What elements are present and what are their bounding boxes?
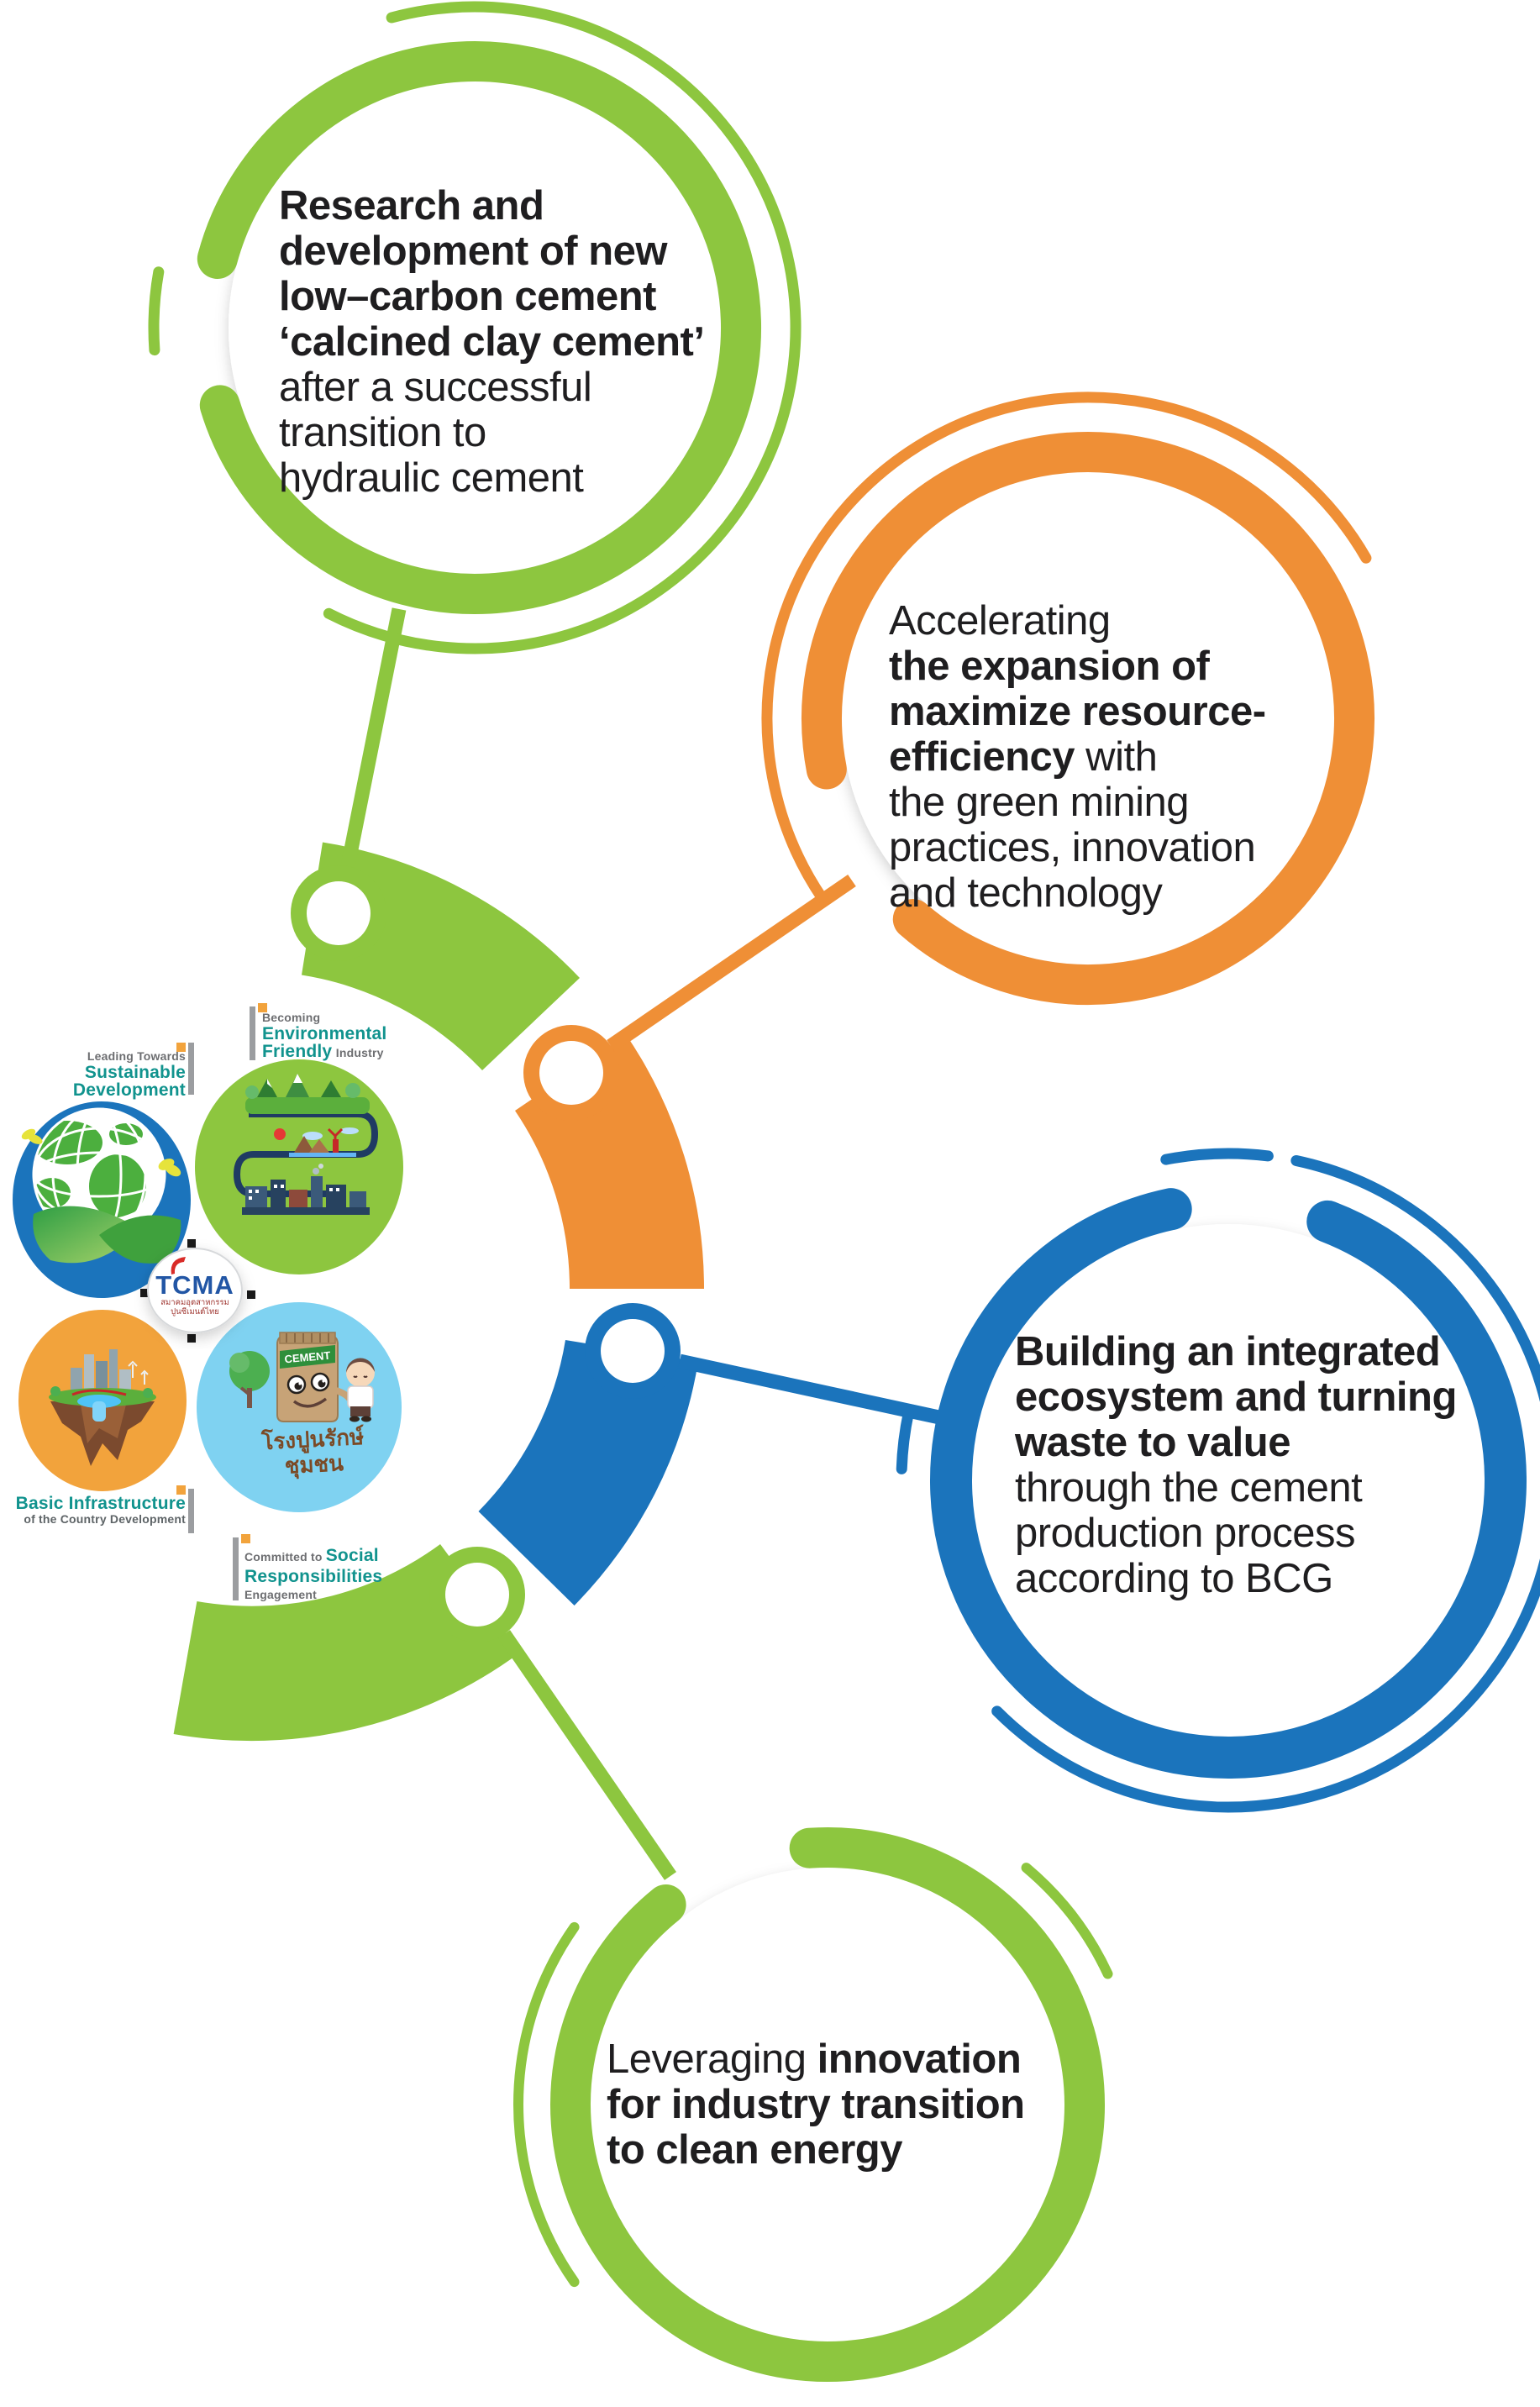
node-hole-4 bbox=[445, 1563, 509, 1627]
label-social-sub: Engagement bbox=[244, 1588, 318, 1601]
label-sustainable-main2: Development bbox=[72, 1080, 186, 1100]
tcma-logo-text: TCMA bbox=[155, 1270, 234, 1300]
cement-label-text: CEMENT bbox=[284, 1349, 331, 1366]
ecosystem-circle bbox=[896, 1148, 1540, 1813]
label-environmental-main2: Friendly bbox=[262, 1042, 333, 1061]
infrastructure-label-square bbox=[176, 1485, 186, 1495]
central-ring bbox=[173, 607, 949, 1880]
research-inner-disc bbox=[229, 81, 721, 574]
butterflies bbox=[21, 1128, 181, 1177]
social-label-square bbox=[241, 1534, 250, 1543]
ecosystem-inner-disc bbox=[972, 1224, 1485, 1737]
research-thin-arc bbox=[148, 1, 802, 654]
ecosystem-thick-ring bbox=[930, 1182, 1527, 1779]
bridge bbox=[71, 1389, 127, 1396]
node-hole-1 bbox=[307, 881, 371, 945]
kid-face bbox=[346, 1359, 375, 1387]
environmental-label-square bbox=[258, 1003, 267, 1012]
environmental-label-bar bbox=[250, 1006, 255, 1060]
leaf-right bbox=[99, 1215, 181, 1264]
cement-bag-label bbox=[280, 1345, 335, 1369]
node-hole-3 bbox=[601, 1319, 665, 1383]
bag-smile bbox=[292, 1397, 328, 1408]
mining-circle bbox=[761, 392, 1415, 1045]
logo-junctions bbox=[140, 1239, 255, 1343]
label-social-main1: Social bbox=[325, 1546, 379, 1565]
energy-circle bbox=[513, 1790, 1142, 2407]
island-illustration bbox=[49, 1349, 156, 1466]
social-label-bar bbox=[233, 1537, 239, 1600]
mining-thick-ring bbox=[802, 432, 1375, 1005]
ecosystem-thin-arc-left-fragment bbox=[896, 1148, 1540, 1813]
tcma-logo: TCMA สมาคมอุตสาหกรรมปูนซีเมนต์ไทย bbox=[148, 1270, 242, 1316]
research-thick-ring bbox=[188, 41, 761, 614]
community-thai-text: โรงปูนรักษ์ชุมชน bbox=[260, 1423, 365, 1479]
globe-illustration bbox=[21, 1107, 181, 1264]
ring-segment-blue bbox=[478, 1340, 698, 1606]
research-circle bbox=[148, 1, 802, 654]
energy-thin-arc bbox=[513, 1790, 1142, 2407]
connector-energy bbox=[497, 1630, 677, 1880]
mining-inner-disc bbox=[842, 472, 1334, 964]
energy-inner-disc bbox=[591, 1868, 1064, 2341]
ecosystem-thin-arc bbox=[896, 1148, 1540, 1813]
label-environmental: Becoming Environmental Friendly Industry bbox=[262, 1011, 481, 1061]
research-thin-arc-fragment bbox=[148, 1, 802, 654]
label-infrastructure-sub: of the Country Development bbox=[24, 1512, 186, 1526]
label-infrastructure: Basic Infrastructure of the Country Deve… bbox=[0, 1495, 186, 1527]
label-infrastructure-main1: Basic Infrastructure bbox=[15, 1494, 186, 1513]
kid-hair bbox=[345, 1358, 375, 1373]
connector-research bbox=[340, 607, 407, 868]
energy-thin-arc-fragment bbox=[513, 1790, 1142, 2407]
wind-turbine bbox=[128, 1360, 138, 1378]
tcma-red-swoosh bbox=[171, 1257, 186, 1274]
label-social-pre: Committed to bbox=[244, 1550, 326, 1563]
label-environmental-post: Industry bbox=[335, 1046, 384, 1059]
community-illustration: CEMENT bbox=[229, 1332, 375, 1422]
tcma-flower: CEMENT bbox=[13, 1059, 403, 1512]
sustainable-label-square bbox=[176, 1043, 186, 1052]
label-sustainable-pre: Leading Towards bbox=[87, 1049, 186, 1063]
label-social-main2: Responsibilities bbox=[244, 1567, 383, 1586]
tcma-logo-thai: สมาคมอุตสาหกรรมปูนซีเมนต์ไทย bbox=[160, 1298, 229, 1316]
label-sustainable-main1: Sustainable bbox=[84, 1063, 186, 1082]
label-sustainable: Leading Towards Sustainable Development bbox=[4, 1049, 186, 1099]
infrastructure-label-bar bbox=[188, 1489, 194, 1533]
ecosystem-thin-arc-top-fragment bbox=[896, 1148, 1540, 1813]
node-hole-2 bbox=[539, 1041, 603, 1105]
sun bbox=[274, 1128, 286, 1140]
sustainable-label-bar bbox=[188, 1043, 194, 1095]
landscape-illustration bbox=[233, 1074, 379, 1215]
connector-mining bbox=[607, 874, 856, 1053]
label-environmental-main1: Environmental bbox=[262, 1024, 387, 1043]
windmill bbox=[333, 1139, 339, 1153]
connector-ecosystem bbox=[678, 1353, 949, 1427]
energy-thick-ring bbox=[550, 1827, 1105, 2382]
label-environmental-pre: Becoming bbox=[262, 1011, 321, 1024]
kid-shirt bbox=[347, 1385, 374, 1409]
label-social: Committed to Social Responsibilities Eng… bbox=[244, 1547, 463, 1602]
mining-thin-arc bbox=[761, 392, 1415, 1045]
